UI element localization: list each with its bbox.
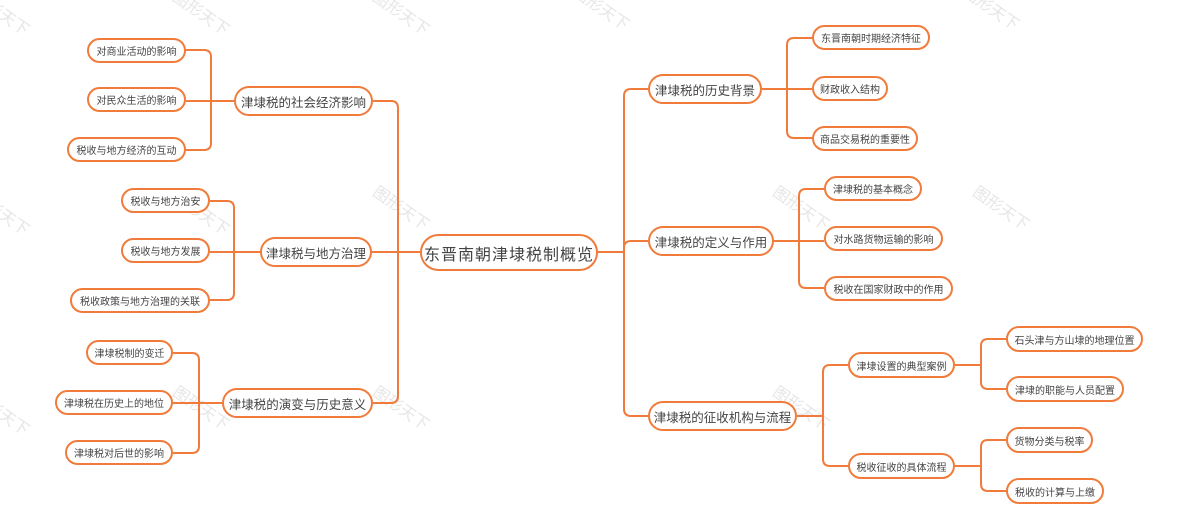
topic-historical-background[interactable]: 津埭税的历史背景 bbox=[648, 74, 762, 104]
subtopic-revenue-structure[interactable]: 财政收入结构 bbox=[812, 76, 888, 101]
subtopic-basic-concept[interactable]: 津埭税的基本概念 bbox=[824, 176, 922, 201]
detail-shitoujin-fangshandai-location[interactable]: 石头津与方山埭的地理位置 bbox=[1006, 326, 1143, 352]
detail-tax-calculation-remittance[interactable]: 税收的计算与上缴 bbox=[1006, 478, 1104, 504]
subtopic-commerce-impact[interactable]: 对商业活动的影响 bbox=[87, 38, 186, 63]
subtopic-national-finance-role[interactable]: 税收在国家财政中的作用 bbox=[824, 276, 953, 301]
subtopic-waterway-transport-impact[interactable]: 对水路货物运输的影响 bbox=[824, 226, 943, 251]
topic-evolution-significance[interactable]: 津埭税的演变与历史意义 bbox=[222, 388, 373, 418]
topic-local-governance[interactable]: 津埭税与地方治理 bbox=[260, 237, 372, 267]
detail-functions-staffing[interactable]: 津埭的职能与人员配置 bbox=[1006, 376, 1124, 402]
subtopic-trade-tax-importance[interactable]: 商品交易税的重要性 bbox=[812, 126, 918, 151]
subtopic-historical-status[interactable]: 津埭税在历史上的地位 bbox=[55, 390, 173, 415]
detail-goods-classification-rates[interactable]: 货物分类与税率 bbox=[1006, 427, 1093, 453]
topic-collection-process[interactable]: 津埭税的征收机构与流程 bbox=[648, 401, 797, 431]
topic-definition-role[interactable]: 津埭税的定义与作用 bbox=[648, 226, 774, 256]
subtopic-later-influence[interactable]: 津埭税对后世的影响 bbox=[65, 440, 173, 465]
subtopic-people-life-impact[interactable]: 对民众生活的影响 bbox=[87, 87, 186, 112]
subtopic-tax-policy-governance[interactable]: 税收政策与地方治理的关联 bbox=[70, 288, 210, 313]
topic-social-economic-impact[interactable]: 津埭税的社会经济影响 bbox=[234, 86, 373, 116]
subtopic-tax-public-security[interactable]: 税收与地方治安 bbox=[121, 188, 210, 213]
subtopic-tax-system-changes[interactable]: 津埭税制的变迁 bbox=[86, 340, 173, 365]
subtopic-typical-cases[interactable]: 津埭设置的典型案例 bbox=[848, 352, 955, 378]
subtopic-tax-local-development[interactable]: 税收与地方发展 bbox=[121, 238, 210, 263]
subtopic-tax-local-economy[interactable]: 税收与地方经济的互动 bbox=[67, 137, 186, 162]
subtopic-specific-process[interactable]: 税收征收的具体流程 bbox=[848, 453, 955, 479]
subtopic-economic-features[interactable]: 东晋南朝时期经济特征 bbox=[812, 25, 930, 50]
root-node[interactable]: 东晋南朝津埭税制概览 bbox=[420, 234, 598, 271]
